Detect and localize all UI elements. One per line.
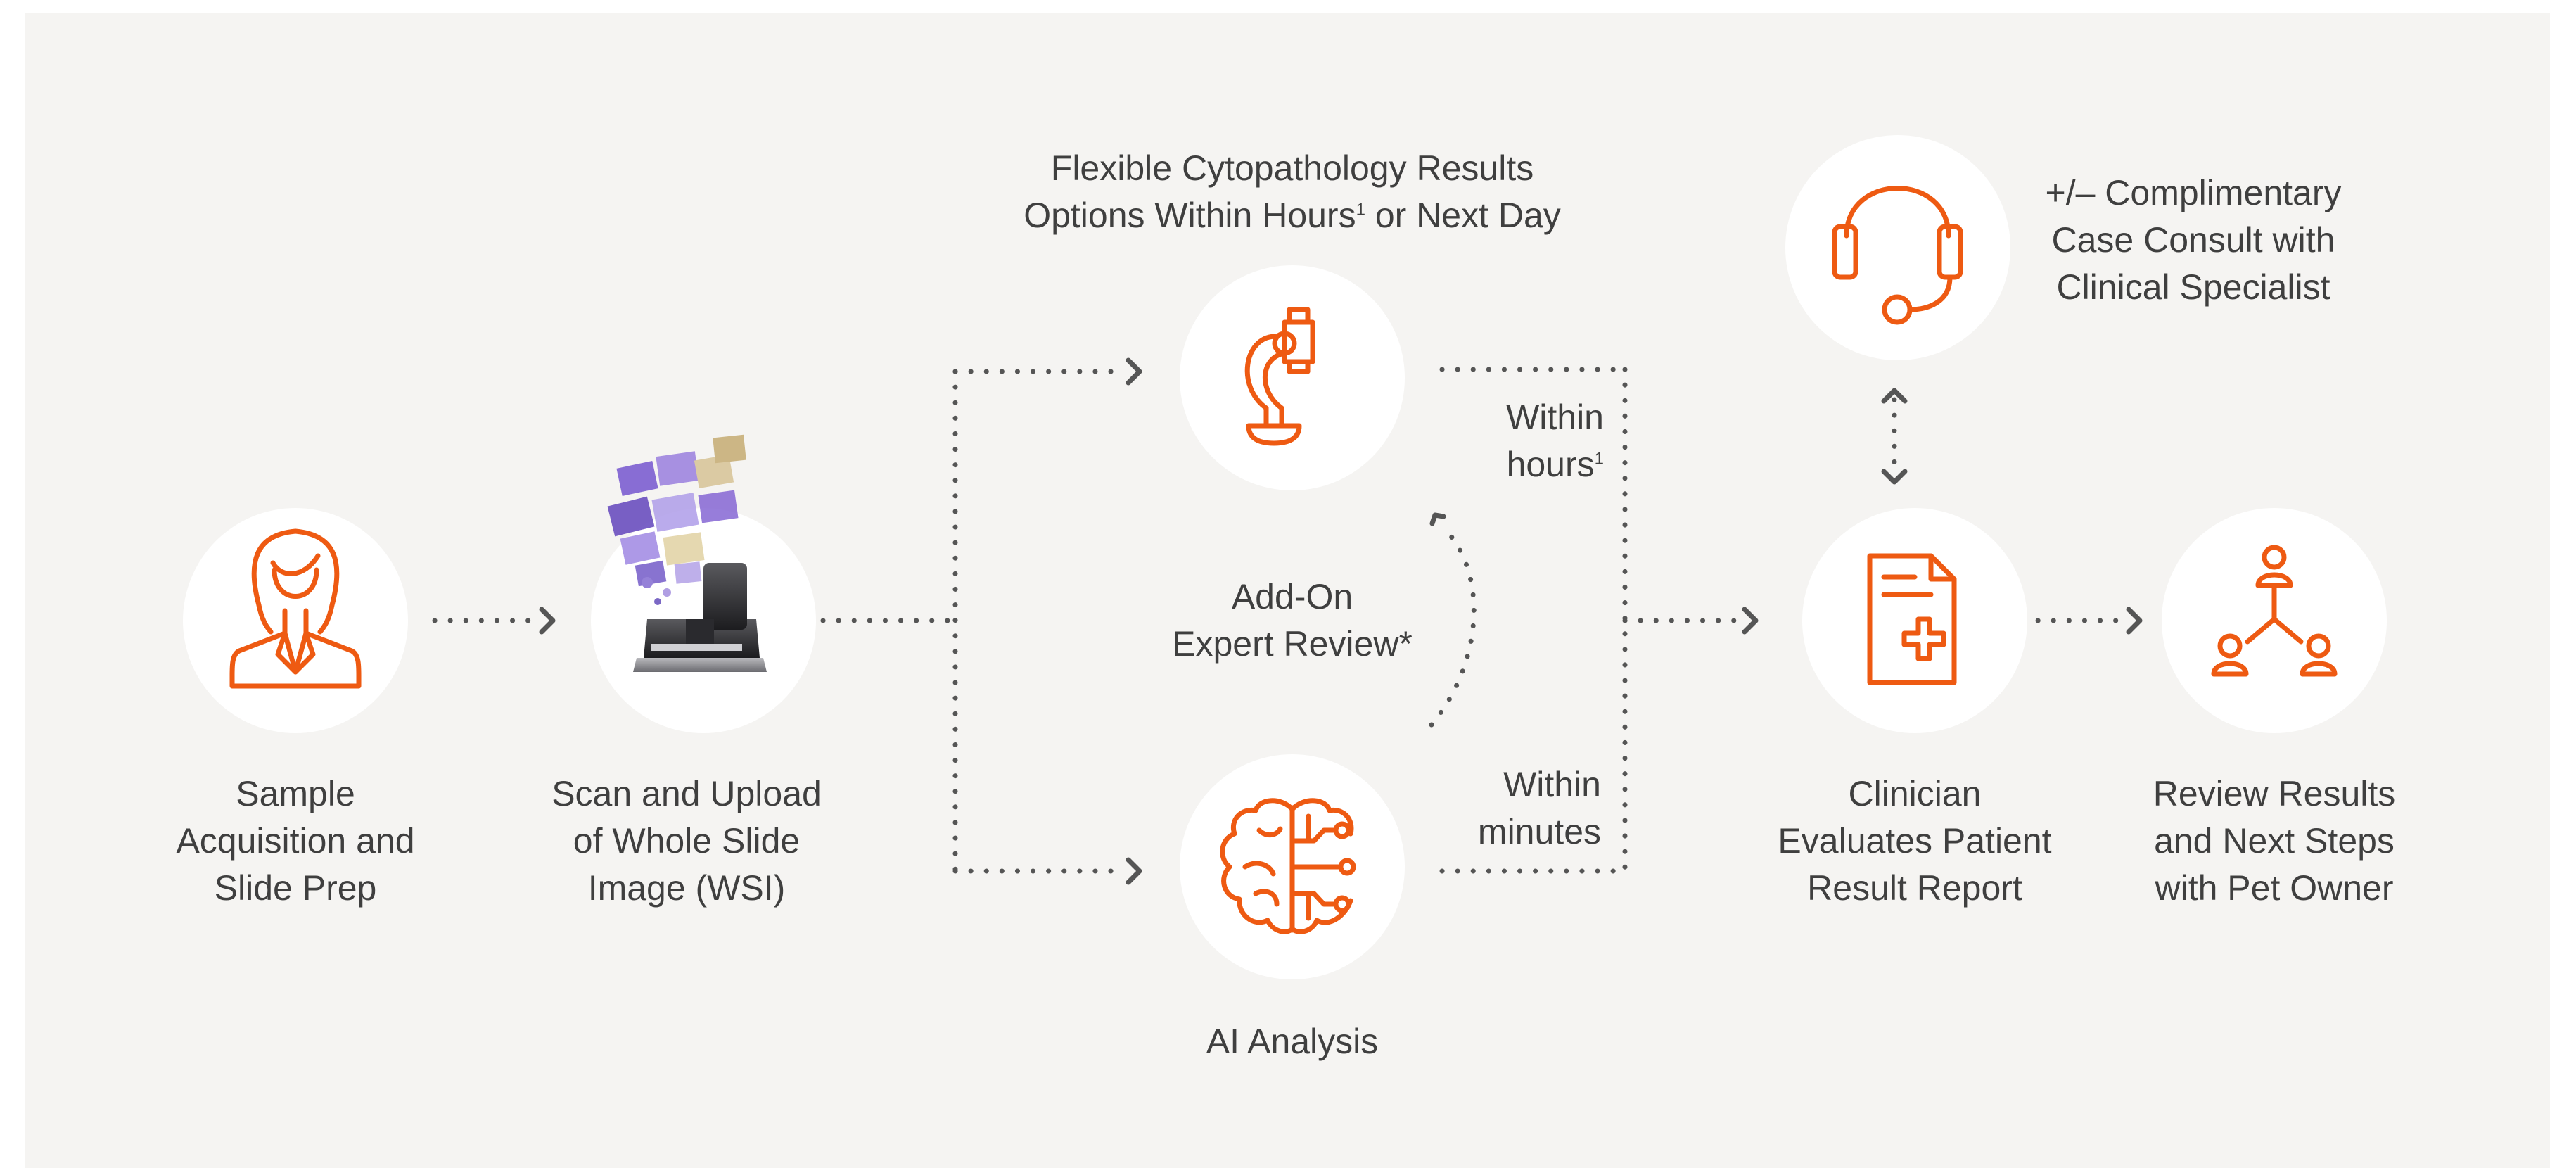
label-clinician: Clinician Evaluates Patient Result Repor… [1778, 774, 2052, 908]
people-network-icon [2211, 545, 2338, 677]
arrowhead [539, 607, 556, 635]
slide-scanner-image [607, 434, 767, 672]
arrowhead [1881, 469, 1908, 485]
label-expert-review: Add-On Expert Review* [1172, 577, 1413, 664]
label-within-hours: Within hours1 [1506, 398, 1604, 484]
arrowhead [1126, 357, 1142, 386]
circle-sample [183, 508, 408, 733]
circle-clinician [1802, 508, 2027, 733]
label-review: Review Results and Next Steps with Pet O… [2153, 774, 2396, 908]
arrowhead [1742, 607, 1759, 635]
arrowhead [1881, 388, 1908, 404]
connectors [432, 367, 2127, 874]
headset-icon [1832, 186, 1963, 325]
label-consult: +/– Complimentary Case Consult with Clin… [2045, 173, 2342, 307]
circle-cyto [1180, 265, 1405, 490]
microscope-icon [1244, 307, 1315, 446]
arrowhead [1126, 857, 1142, 885]
report-icon [1867, 553, 1957, 685]
label-sample: Sample Acquisition and Slide Prep [176, 774, 415, 908]
arrowhead [2126, 607, 2143, 635]
label-cyto: Flexible Cytopathology Results Options W… [1024, 148, 1561, 235]
label-scan: Scan and Upload of Whole Slide Image (WS… [551, 774, 822, 908]
label-within-minutes: Within minutes [1477, 765, 1601, 851]
connector-expert-review-curve [1429, 523, 1477, 728]
arrowheads [539, 357, 2143, 885]
woman-icon [229, 528, 362, 689]
label-ai: AI Analysis [1206, 1022, 1379, 1061]
brain-circuit-icon [1220, 798, 1356, 934]
arrowhead [1429, 512, 1446, 526]
circle-consult [1785, 135, 2010, 360]
